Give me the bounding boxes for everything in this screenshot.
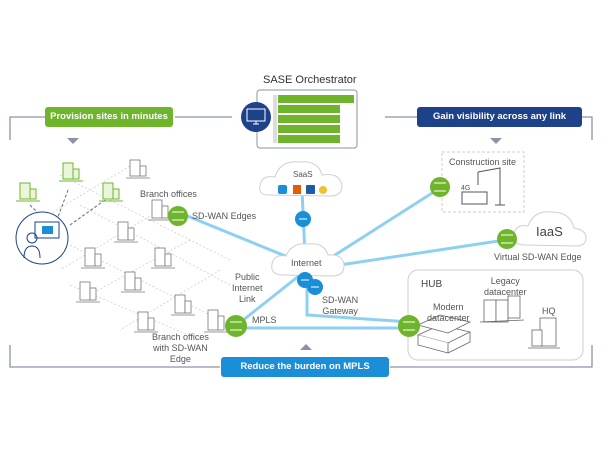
building-icon [126,159,150,179]
orchestrator-title: SASE Orchestrator [263,74,357,86]
saas-label: SaaS [293,170,313,179]
frame [9,116,593,368]
building-icon [99,182,123,202]
sdwan-edge-icons [168,177,517,337]
building-icon [134,311,158,333]
visibility-callout: Gain visibility across any link [417,107,582,127]
edge-icon [398,315,420,337]
mpls-label: MPLS [252,315,277,325]
construction-site-box [441,151,525,213]
provision-callout: Provision sites in minutes [45,107,173,127]
modern-datacenter-label: Modern datacenter [427,302,470,323]
edge-icon [168,206,188,226]
edge-icon [430,177,450,197]
building-icon [16,182,40,202]
sdwan-gateway-icon [297,272,323,295]
sdwan-gateway-label: SD-WAN Gateway [322,295,359,316]
hq-building-icon [528,317,560,349]
public-internet-link-label: Public Internet Link [232,272,263,304]
building-icon [114,221,138,243]
construction-4g-label: 4G [461,185,471,192]
iaas-label: IaaS [536,224,563,239]
provisioned-buildings [16,162,123,202]
branch-grid [39,159,231,341]
orchestrator-monitor-icon [241,102,271,132]
legacy-datacenter-icon [479,295,525,323]
virtual-edge-label: Virtual SD-WAN Edge [494,252,582,262]
building-icon [151,247,175,269]
branch-buildings [76,159,228,333]
building-icon [81,247,105,269]
internet-cloud [271,243,345,277]
edge-icon [497,229,517,249]
saas-cloud [259,161,343,197]
building-icon [204,309,228,333]
hub-box [407,269,584,361]
building-icon [76,281,100,303]
construction-site-label: Construction site [449,157,517,167]
legacy-datacenter-label: Legacy datacenter [484,276,527,297]
chevron-up-icon [300,344,312,350]
mpls-callout: Reduce the burden on MPLS [221,357,389,377]
modern-datacenter-icon [416,314,472,354]
admin-icon [15,211,69,265]
building-icon [59,162,83,182]
chevron-down-icon [67,138,79,144]
building-icon [171,294,195,316]
crane-icon [461,167,505,206]
sdwan-edges-label: SD-WAN Edges [192,211,257,221]
hub-label: HUB [421,279,443,290]
internet-label: Internet [291,258,322,268]
branch-offices-edge-label: Branch offices with SD-WAN Edge [152,332,209,364]
building-icon [148,199,172,221]
edge-icon [225,315,247,337]
hq-label: HQ [542,306,556,316]
orchestrator-panel [256,89,358,149]
branch-offices-label: Branch offices [140,189,197,199]
chevron-down-icon [490,138,502,144]
saas-gateway-icon [295,211,311,227]
building-icon [121,271,145,293]
